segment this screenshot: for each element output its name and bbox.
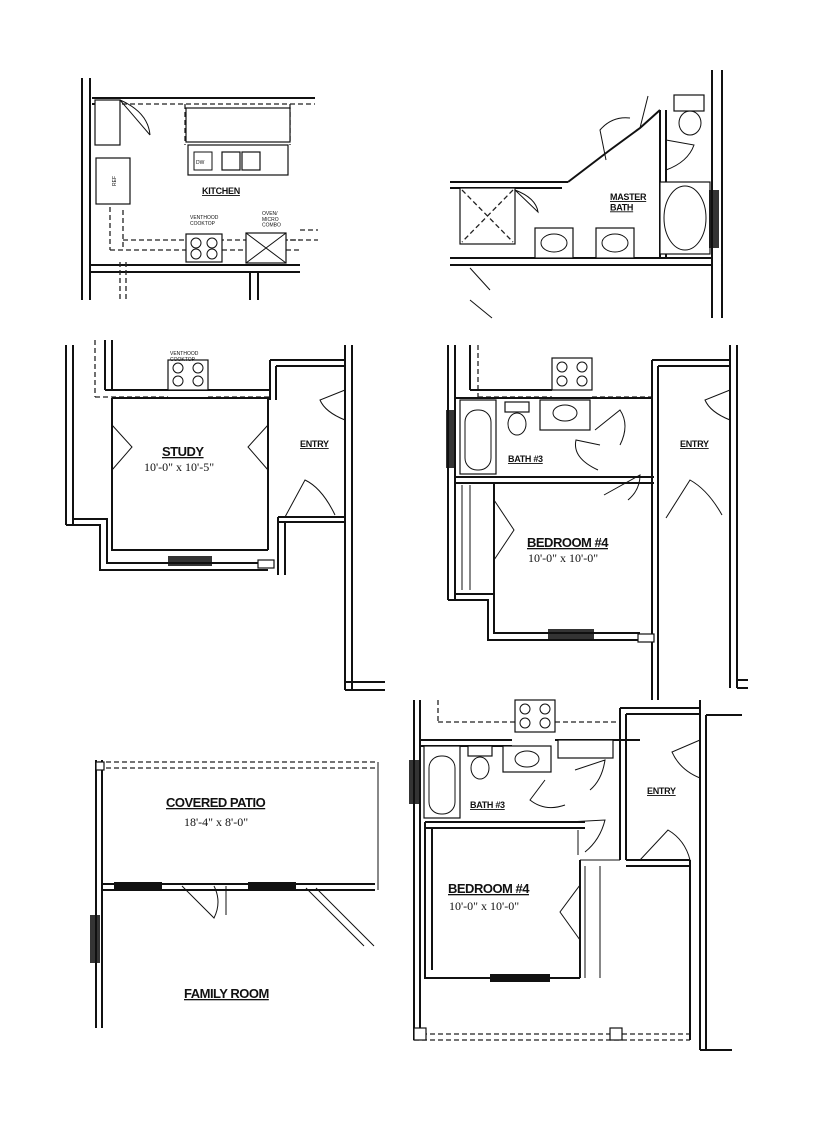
bath3-upper-label: BATH #3 (508, 454, 543, 464)
patio-plan: COVERED PATIO 18'-4" x 8'-0" FAMILY ROOM (90, 760, 379, 1028)
bedroom-upper-plan: BATH #3 BEDROOM #4 10'-0" x 10'-0" ENTRY (446, 345, 748, 700)
study-room-label: STUDY (162, 444, 204, 459)
covered-patio-label: COVERED PATIO (166, 795, 266, 810)
bedroom-lower-plan: BATH #3 BEDROOM #4 10'-0" x 10'-0" ENTRY (409, 699, 742, 1051)
covered-patio-dimensions: 18'-4" x 8'-0" (184, 815, 248, 829)
bedroom4-lower-label: BEDROOM #4 (448, 881, 530, 896)
oven-micro-combo-icon (245, 232, 287, 264)
study-dimensions: 10'-0" x 10'-5" (144, 460, 214, 474)
bedroom-lower-entry-label: ENTRY (647, 786, 676, 796)
bedroom4-upper-label: BEDROOM #4 (527, 535, 609, 550)
bath3-lower-label: BATH #3 (470, 800, 505, 810)
fridge-label: REF (112, 176, 118, 186)
bedroom4-lower-dimensions: 10'-0" x 10'-0" (449, 899, 519, 913)
family-room-label: FAMILY ROOM (184, 986, 269, 1001)
kitchen-room-label: KITCHEN (202, 186, 240, 196)
bedroom-upper-entry-label: ENTRY (680, 439, 709, 449)
dishwasher-label: DW (196, 160, 205, 166)
study-entry-label: ENTRY (300, 439, 329, 449)
bedroom4-upper-dimensions: 10'-0" x 10'-0" (528, 551, 598, 565)
kitchen-cooktop-icon (185, 233, 223, 263)
